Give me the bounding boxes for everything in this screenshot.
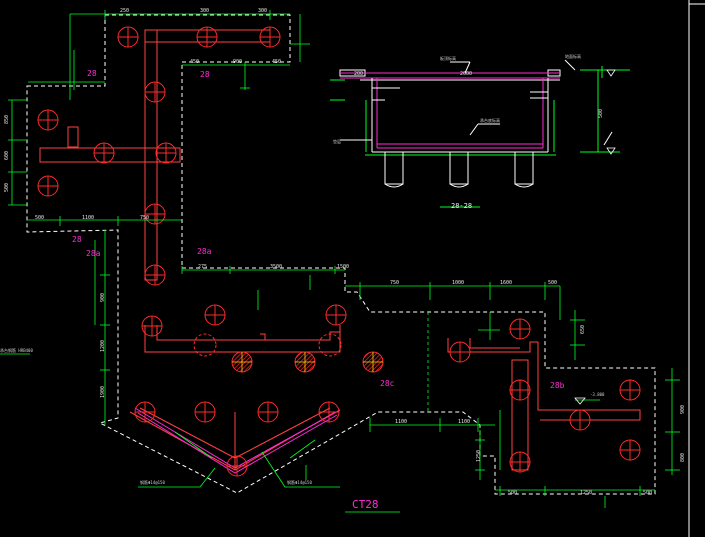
left-note: 承台钢筋 HRB400 <box>0 347 33 353</box>
dim-text: 300 <box>200 8 209 14</box>
dim-text: 1500 <box>337 264 349 270</box>
plan-labels: CT28 28-28 28 28 28 28a 28a 28b 28c 承台钢筋… <box>0 53 605 511</box>
dim-text: 1100 <box>395 419 407 425</box>
dim-text: 1250 <box>476 450 482 462</box>
dim-text: 250 <box>120 8 129 14</box>
dim-text: 200 <box>354 71 363 77</box>
section-marker-left: 28 <box>72 235 82 244</box>
dim-text: 500 <box>643 490 652 496</box>
dim-text: 300 <box>258 8 267 14</box>
dim-text: 1600 <box>500 280 512 286</box>
dim-text: 900 <box>233 59 242 65</box>
dim-text: 1200 <box>100 340 106 352</box>
section-marker-right: 28b <box>550 381 565 390</box>
section-note-mid: 承台底标高 <box>480 117 500 123</box>
dimension-lines <box>0 10 680 513</box>
rebar-lines <box>134 407 341 474</box>
section-marker-center: 28c <box>380 379 395 388</box>
plan-title: CT28 <box>352 498 379 511</box>
dim-text: 500 <box>35 215 44 221</box>
dim-text: 800 <box>680 453 686 462</box>
dimension-texts: 250 300 300 450 900 450 850 600 500 500 … <box>4 8 686 496</box>
dim-text: 1100 <box>82 215 94 221</box>
section-marker-top2: 28 <box>200 70 210 79</box>
dim-text: 650 <box>580 325 586 334</box>
section-marker-mid: 28a <box>197 247 212 256</box>
dim-text: 3500 <box>270 264 282 270</box>
section-marker-left2: 28a <box>86 249 101 258</box>
piles <box>37 26 641 477</box>
dim-text: 275 <box>198 264 207 270</box>
dim-text: 850 <box>4 115 10 124</box>
cap-beams <box>39 29 641 471</box>
dim-text: 2000 <box>460 71 472 77</box>
section-note-right: 地面标高 <box>565 53 581 59</box>
dim-text: 1100 <box>458 419 470 425</box>
dim-text: 500 <box>4 183 10 192</box>
section-marker-top: 28 <box>87 69 97 78</box>
level-markers <box>574 69 616 405</box>
section-note-top: 板顶标高 <box>440 55 456 61</box>
dim-text: 900 <box>100 293 106 302</box>
rebar-note-2: 钢筋Φ14@150 <box>287 479 312 485</box>
dim-text: 900 <box>680 405 686 414</box>
dim-text: 1000 <box>452 280 464 286</box>
dim-text: 600 <box>4 151 10 160</box>
dim-text: 500 <box>508 490 517 496</box>
dim-text: 500 <box>598 109 604 118</box>
dim-text: 500 <box>548 280 557 286</box>
dim-text: 450 <box>272 59 281 65</box>
dim-text: 1900 <box>100 386 106 398</box>
pile-cap-outline <box>26 14 656 495</box>
rebar-note-1: 钢筋Φ14@150 <box>140 479 165 485</box>
section-note-left: 垫层 <box>333 138 341 144</box>
section-28-28 <box>330 59 630 208</box>
section-title: 28-28 <box>451 202 472 210</box>
elevation-mark: -3.800 <box>590 392 605 397</box>
dim-text: 750 <box>140 215 149 221</box>
dim-text: 750 <box>390 280 399 286</box>
dim-text: 1250 <box>580 490 592 496</box>
dim-text: 450 <box>190 59 199 65</box>
